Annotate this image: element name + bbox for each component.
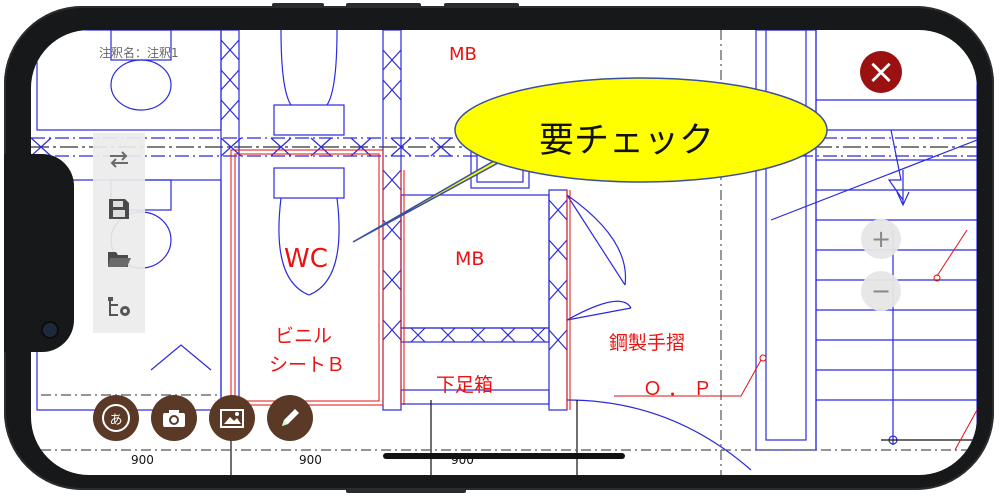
minus-icon: − xyxy=(870,277,892,305)
undo-redo-button[interactable] xyxy=(93,139,145,179)
close-icon: × xyxy=(866,52,896,92)
folder-open-icon xyxy=(108,252,131,267)
plus-icon: + xyxy=(870,225,892,253)
camera-icon xyxy=(163,410,185,427)
text-glyph: あ xyxy=(109,412,123,428)
callout-text[interactable]: 要チェック xyxy=(539,121,715,161)
front-camera xyxy=(43,323,57,337)
dimension-label: 900 xyxy=(131,453,154,467)
room-label-shoe-box: 下足箱 xyxy=(436,374,494,396)
app-screen: 注釈名：注釈1 要チェック MB WC MB ビニル シートＢ 下足箱 鋼製手摺… xyxy=(31,30,977,475)
text-input-button[interactable]: あ xyxy=(93,395,139,441)
image-button[interactable] xyxy=(209,395,255,441)
phone-power xyxy=(346,488,466,493)
annotation-name-label: 注釈名：注釈1 xyxy=(99,46,179,60)
zoom-out-button[interactable]: − xyxy=(861,271,901,311)
undo-redo-icon xyxy=(110,151,128,168)
pen-icon xyxy=(282,409,299,426)
save-icon xyxy=(109,199,129,219)
phone-frame: 注釈名：注釈1 要チェック MB WC MB ビニル シートＢ 下足箱 鋼製手摺… xyxy=(4,3,994,493)
phone-volume-up xyxy=(346,3,421,8)
save-button[interactable] xyxy=(93,189,145,229)
room-label-op: Ｏ．Ｐ xyxy=(643,378,719,400)
dimension-label: 900 xyxy=(299,453,322,467)
zoom-in-button[interactable]: + xyxy=(861,219,901,259)
home-indicator[interactable] xyxy=(383,453,625,459)
room-label-steel-rail: 鋼製手摺 xyxy=(609,332,686,354)
phone-side-button xyxy=(272,3,324,8)
open-folder-button[interactable] xyxy=(93,239,145,279)
phone-volume-down xyxy=(444,3,519,8)
room-label-mb-top: MB xyxy=(449,44,477,65)
room-label-vinyl-line2: シートＢ xyxy=(269,354,346,376)
pen-button[interactable] xyxy=(267,395,313,441)
room-label-vinyl-line1: ビニル xyxy=(275,325,333,347)
layer-settings-button[interactable] xyxy=(93,287,145,327)
camera-button[interactable] xyxy=(151,395,197,441)
room-label-mb-mid: MB xyxy=(455,248,485,270)
room-label-wc: WC xyxy=(284,244,328,274)
close-button[interactable]: × xyxy=(860,51,902,93)
floor-plan-drawing[interactable] xyxy=(31,30,977,475)
camera-notch xyxy=(4,154,74,352)
layer-settings-icon xyxy=(108,297,130,316)
image-icon xyxy=(220,409,244,428)
speech-bubble-icon: あ xyxy=(102,404,130,432)
left-toolbar xyxy=(93,133,145,333)
